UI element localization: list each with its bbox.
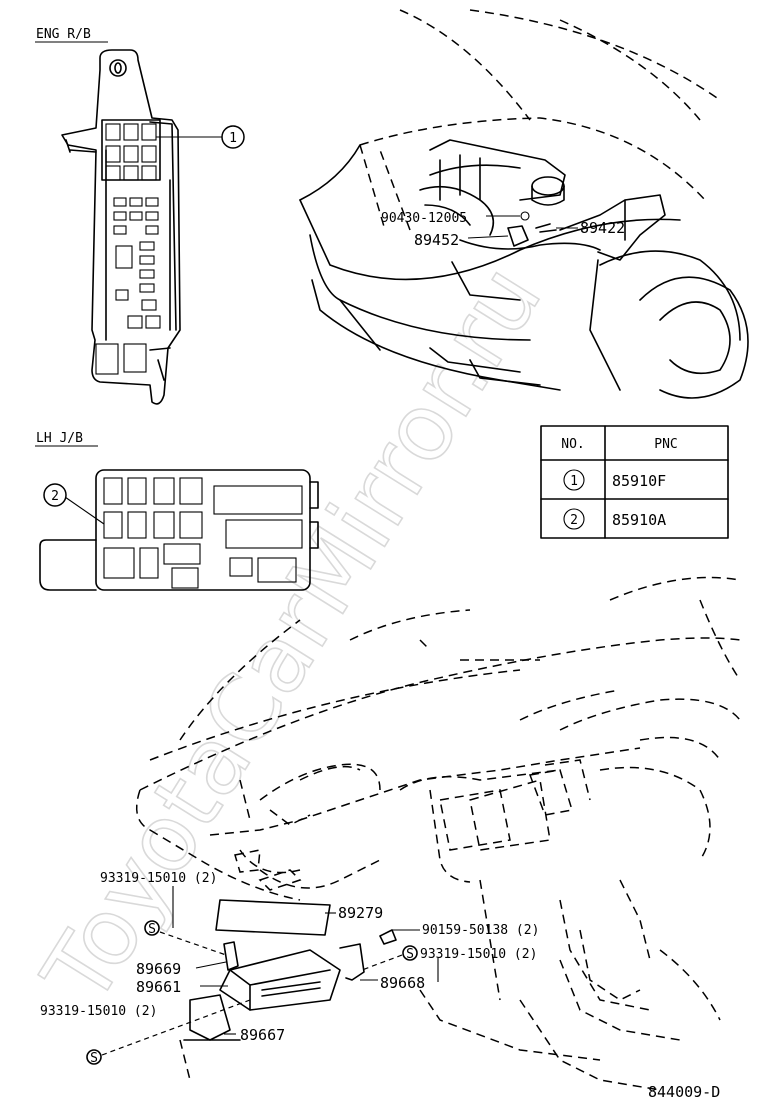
lh-jb-label: LH J/B [36,431,83,446]
part-89452: 89452 [414,231,459,249]
svg-text:S: S [148,922,156,937]
bolt-symbols: S S S [86,920,418,1066]
part-93319-15010-bottom: 93319-15010 (2) [40,1004,157,1019]
table-row-2-no: 2 [570,513,578,528]
callout-1-number: 1 [229,131,237,146]
svg-text:S: S [406,947,414,962]
table-row-2-pnc: 85910A [612,511,666,529]
pnc-table [540,425,729,539]
part-89279: 89279 [338,904,383,922]
lh-junction-block-drawing [39,469,319,591]
engine-relay-block-drawing [61,49,181,405]
table-header-no: NO. [561,437,584,452]
part-90430-12005: 90430-12005 [381,211,467,226]
part-89422: 89422 [580,219,625,237]
ecu-assembly-drawing [183,899,397,1041]
eng-rb-label: ENG R/B [36,27,91,42]
part-90159-50138: 90159-50138 (2) [422,923,539,938]
engine-bay-drawing [299,9,749,399]
table-header-pnc: PNC [654,437,677,452]
eng-rb-fuse-cells [95,123,161,375]
drawing-code: 844009-D [648,1083,720,1101]
part-89667: 89667 [240,1026,285,1044]
part-89669: 89669 [136,960,181,978]
table-row-1-pnc: 85910F [612,472,666,490]
part-89661: 89661 [136,978,181,996]
callout-2-circle [43,483,67,507]
part-93319-15010-right: 93319-15010 (2) [420,947,537,962]
watermark-text: ToyotaCarMirror.ru [22,247,562,1022]
callout-1-circle [221,125,245,149]
leader-lines [101,886,439,1056]
table-row-1-no: 1 [570,474,578,489]
callout-2-number: 2 [51,489,59,504]
dashboard-drawing [135,576,741,1091]
part-89668: 89668 [380,974,425,992]
svg-text:S: S [90,1051,98,1066]
part-93319-15010-top: 93319-15010 (2) [100,871,217,886]
